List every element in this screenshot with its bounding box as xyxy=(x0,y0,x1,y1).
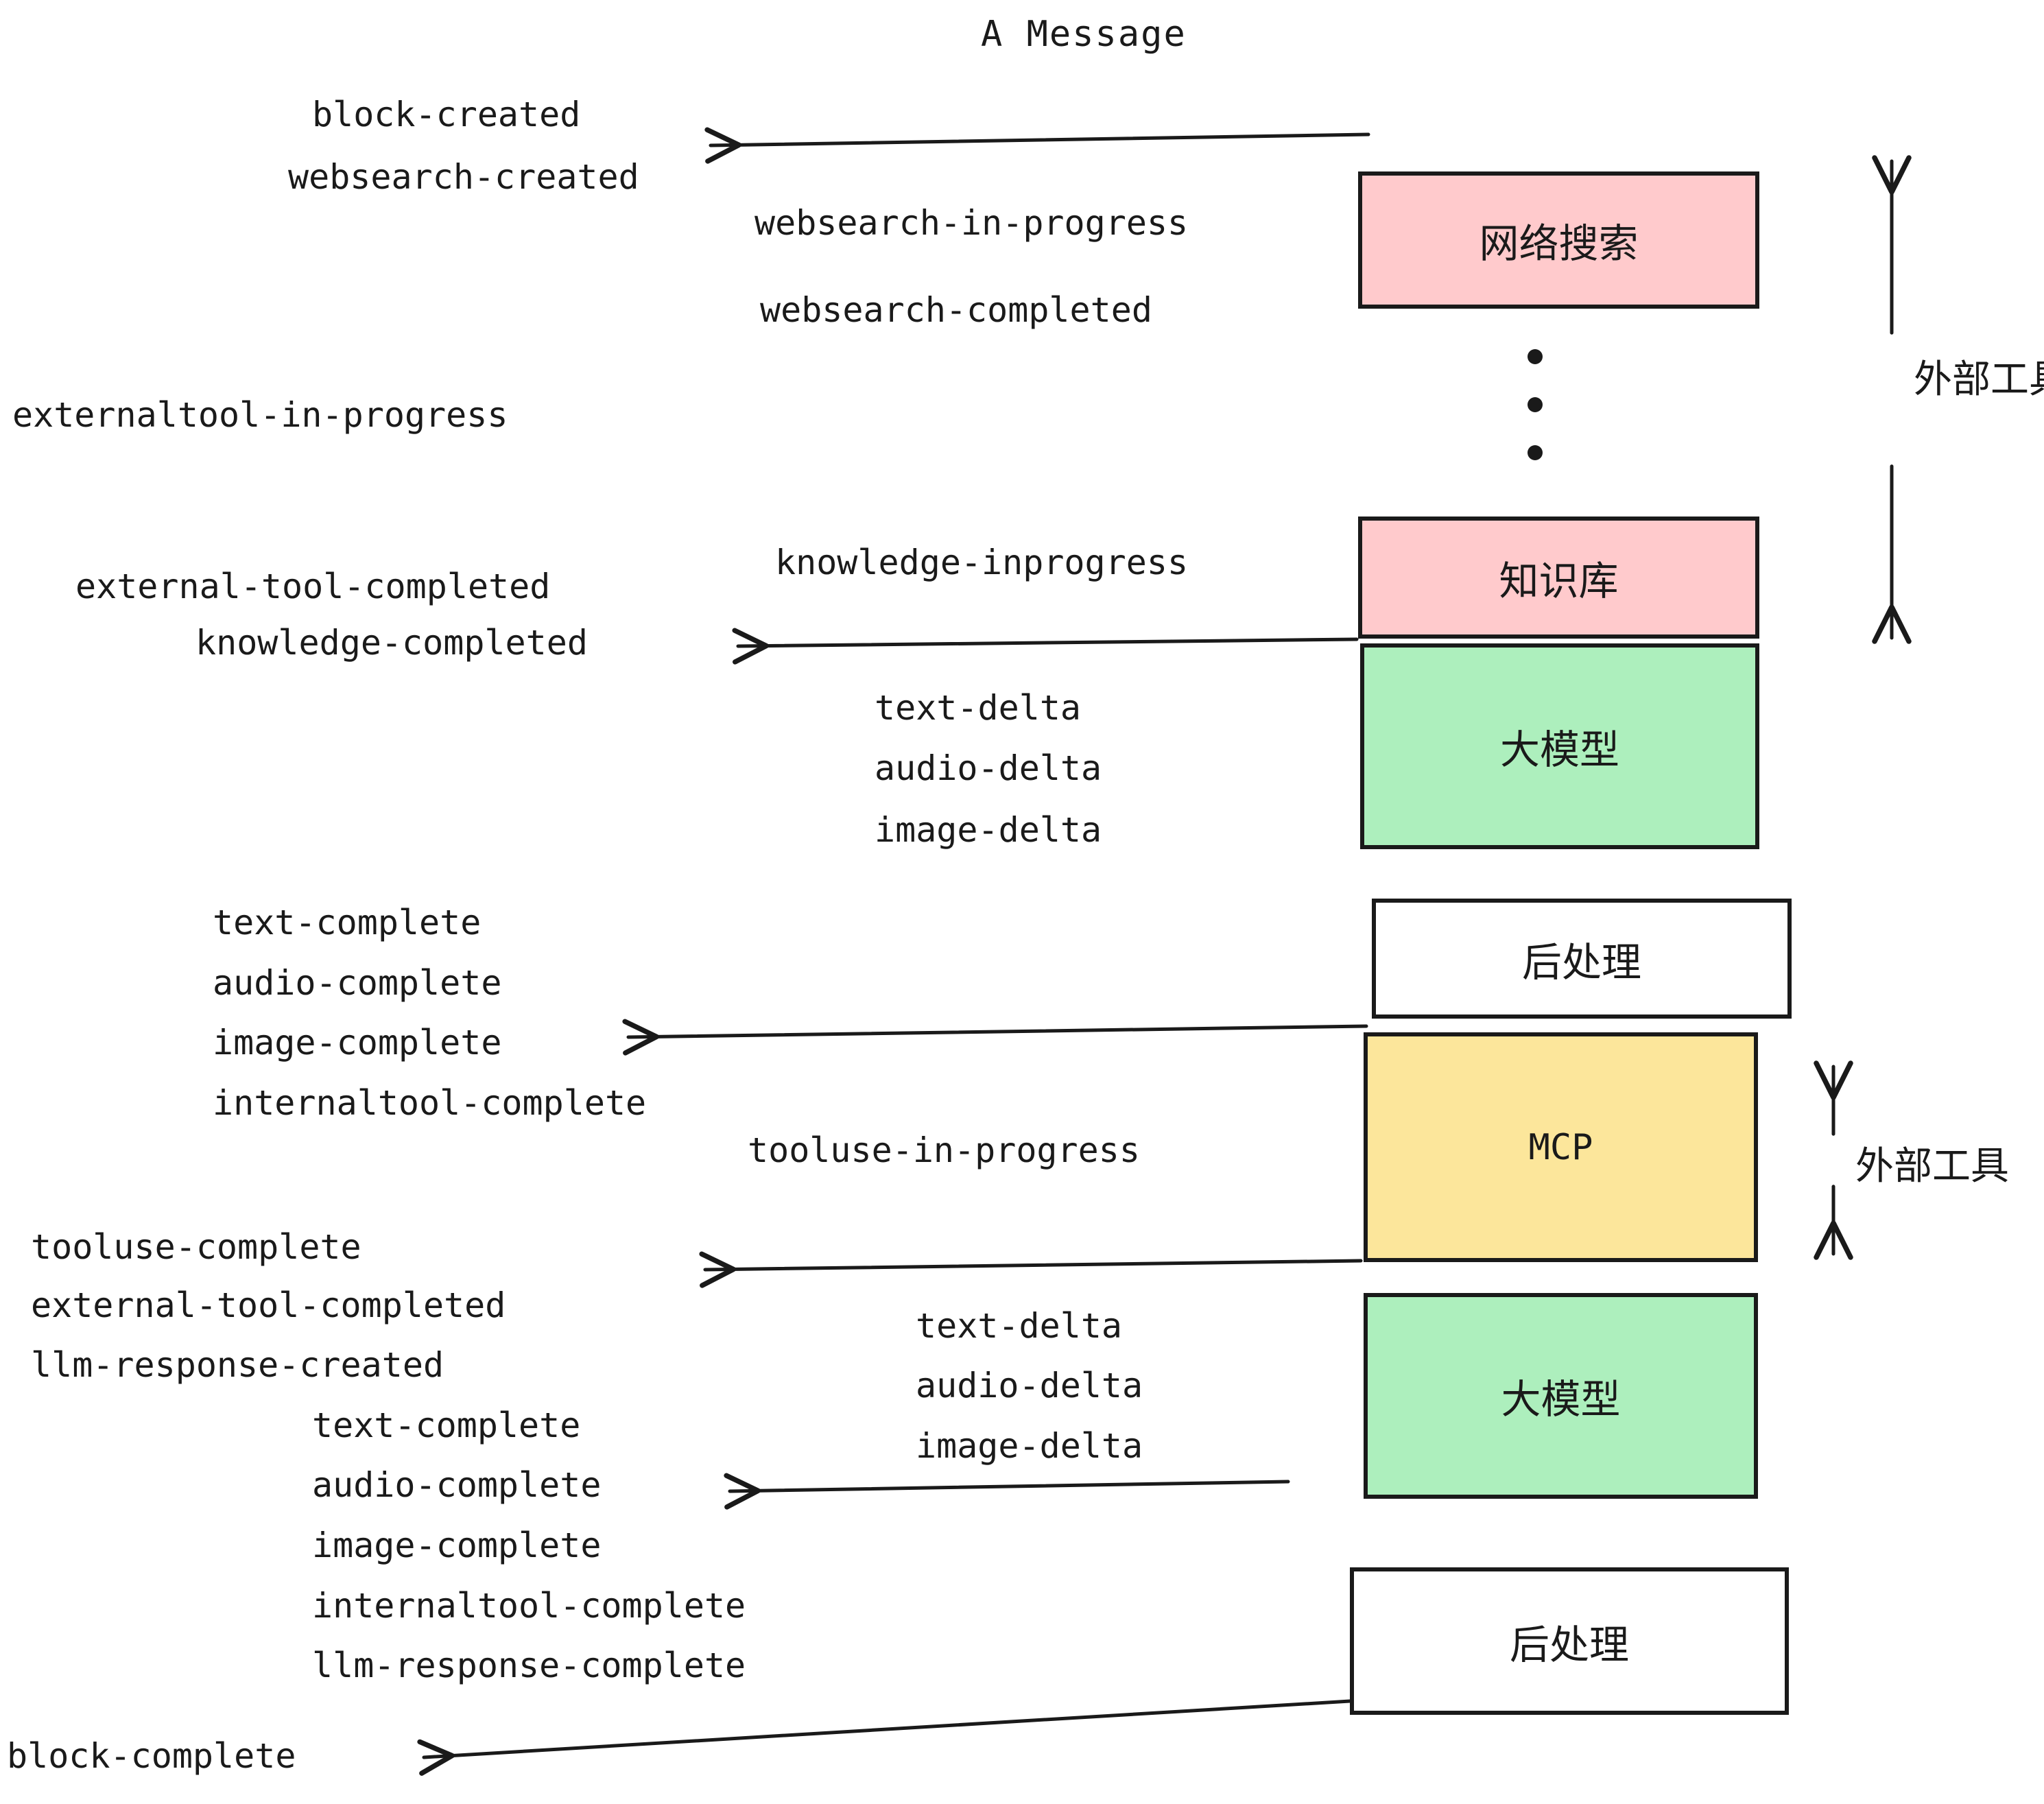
event-label-externaltool-in-progress: externaltool-in-progress xyxy=(12,395,508,435)
event-label-websearch-in-progress: websearch-in-progress xyxy=(754,203,1189,243)
event-label-tooluse-complete: tooluse-complete xyxy=(31,1227,361,1267)
arrow-knowledge-done xyxy=(732,628,1359,665)
node-label-websearch: 网络搜索 xyxy=(1479,220,1639,267)
arrow-block-created xyxy=(704,127,1370,164)
event-label-text-delta-2: text-delta xyxy=(916,1306,1123,1346)
event-label-llm-response-complete: llm-response-complete xyxy=(312,1646,746,1685)
node-box-post-top[interactable]: 后处理 xyxy=(1372,899,1792,1019)
node-label-llm-top: 大模型 xyxy=(1499,726,1619,773)
page-title: A Message xyxy=(981,14,1187,55)
ellipsis-dot-2 xyxy=(1528,397,1543,412)
node-box-llm-bottom[interactable]: 大模型 xyxy=(1364,1293,1758,1499)
vertical-ellipsis-icon xyxy=(1528,349,1543,460)
event-label-text-complete-2: text-complete xyxy=(312,1405,581,1445)
event-label-block-created: block-created xyxy=(312,95,581,134)
bracket-label-external-tools-top: 外部工具 xyxy=(1914,357,2044,402)
arrow-block-complete xyxy=(417,1699,1352,1776)
event-label-block-complete: block-complete xyxy=(7,1736,296,1776)
scope-brackets xyxy=(1814,155,1912,1260)
event-label-text-delta-1: text-delta xyxy=(875,688,1082,728)
node-box-post-bottom[interactable]: 后处理 xyxy=(1350,1567,1789,1715)
event-label-audio-complete-2: audio-complete xyxy=(312,1465,602,1505)
arrow-audio-complete xyxy=(724,1473,1290,1510)
event-label-image-complete-2: image-complete xyxy=(312,1526,602,1565)
event-label-websearch-created: websearch-created xyxy=(288,157,639,197)
ellipsis-dot-3 xyxy=(1528,445,1543,460)
event-label-image-delta-1: image-delta xyxy=(875,810,1102,850)
ellipsis-dot-1 xyxy=(1528,349,1543,364)
arrow-image-complete xyxy=(622,1019,1368,1056)
event-label-external-tool-completed-2: external-tool-completed xyxy=(31,1285,506,1325)
node-label-post-top: 后处理 xyxy=(1521,938,1641,986)
event-label-knowledge-inprogress: knowledge-inprogress xyxy=(775,543,1189,582)
node-label-llm-bottom: 大模型 xyxy=(1501,1376,1621,1423)
node-label-knowledge: 知识库 xyxy=(1499,558,1619,604)
event-label-image-delta-2: image-delta xyxy=(916,1426,1143,1466)
event-label-knowledge-completed: knowledge-completed xyxy=(195,623,588,663)
event-label-llm-response-created: llm-response-created xyxy=(31,1345,444,1385)
node-label-post-bottom: 后处理 xyxy=(1509,1621,1629,1668)
arrow-tooluse-complete xyxy=(699,1251,1363,1288)
event-label-text-complete-1: text-complete xyxy=(213,903,482,942)
node-box-websearch[interactable]: 网络搜索 xyxy=(1358,171,1759,309)
event-label-audio-delta-2: audio-delta xyxy=(916,1366,1143,1405)
event-label-external-tool-completed-1: external-tool-completed xyxy=(75,567,551,606)
node-label-mcp: MCP xyxy=(1528,1126,1593,1168)
event-label-internaltool-complete-2: internaltool-complete xyxy=(312,1586,746,1626)
event-label-tooluse-in-progress: tooluse-in-progress xyxy=(748,1130,1140,1170)
flow-arrows xyxy=(417,127,1370,1776)
event-label-image-complete-1: image-complete xyxy=(213,1023,502,1063)
event-label-websearch-completed: websearch-completed xyxy=(760,290,1152,330)
node-box-knowledge[interactable]: 知识库 xyxy=(1358,517,1759,639)
node-box-mcp[interactable]: MCP xyxy=(1364,1032,1758,1262)
node-box-llm-top[interactable]: 大模型 xyxy=(1360,643,1759,849)
event-label-audio-complete-1: audio-complete xyxy=(213,963,502,1003)
event-label-audio-delta-1: audio-delta xyxy=(875,748,1102,788)
bracket-label-external-tools-bottom: 外部工具 xyxy=(1855,1144,2009,1189)
event-label-internaltool-complete-1: internaltool-complete xyxy=(213,1083,647,1123)
